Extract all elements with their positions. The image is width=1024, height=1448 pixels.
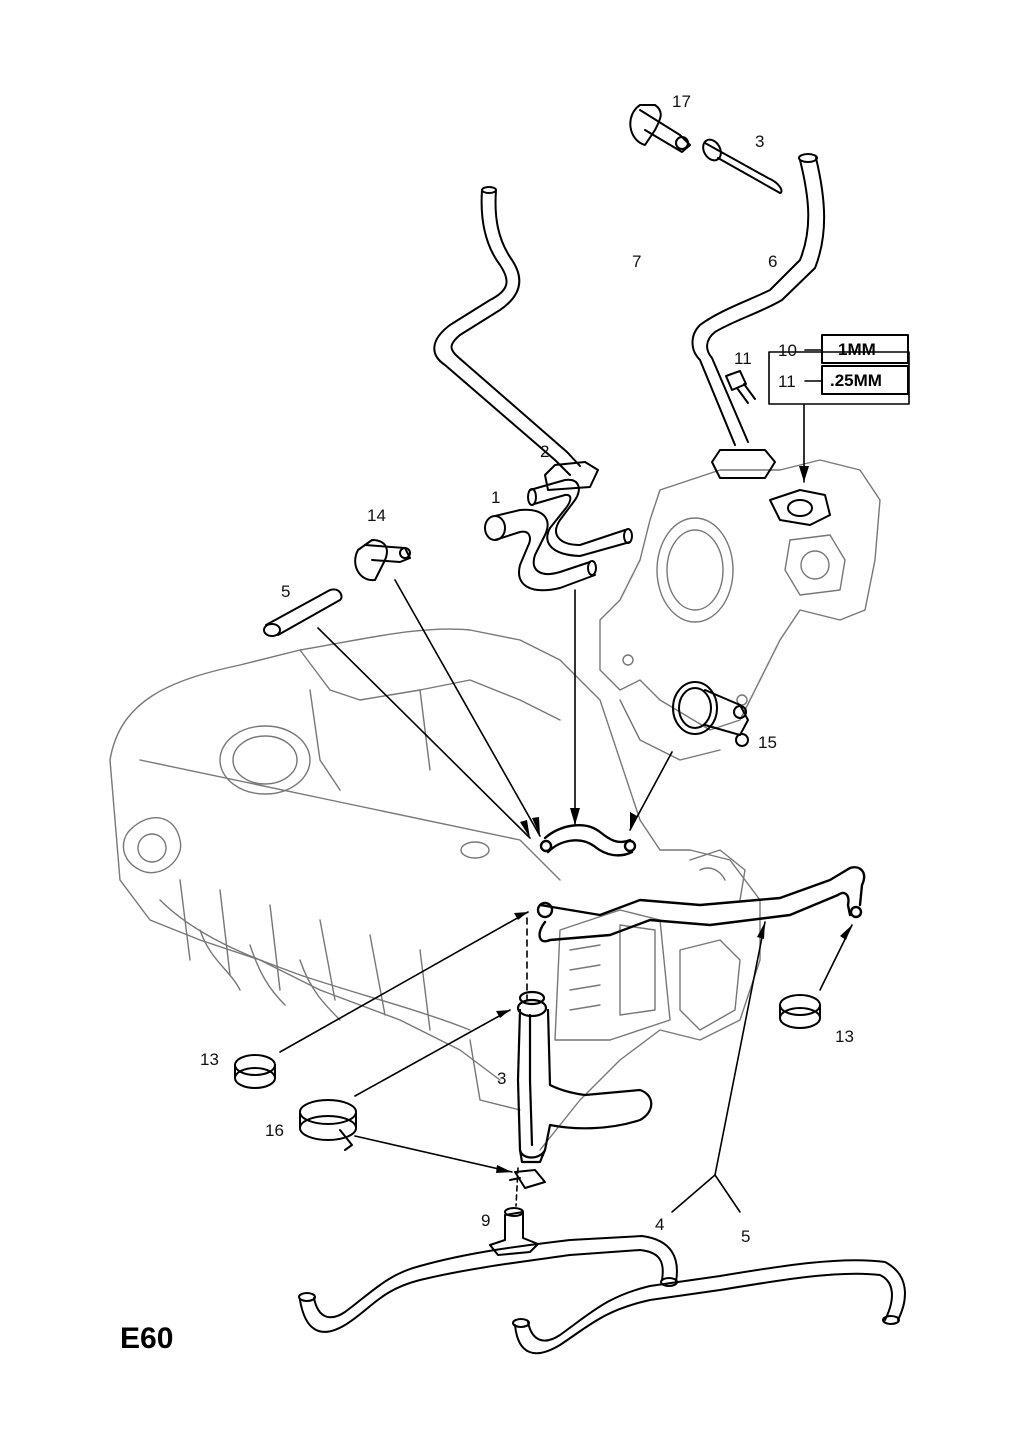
callout-13-left: 13 xyxy=(200,1050,219,1069)
callout-4: 4 xyxy=(655,1215,665,1234)
part-7-coolant-pipe xyxy=(691,153,826,479)
callout-12: 11 xyxy=(734,349,752,368)
spec-value-1mm: 1MM xyxy=(838,340,876,359)
installed-long-hose xyxy=(536,866,866,943)
callout-15: 15 xyxy=(758,733,777,752)
callout-3-lower: 3 xyxy=(497,1069,507,1088)
spec-table-frame xyxy=(768,334,910,405)
callout-2: 2 xyxy=(540,442,550,461)
part-3-short-tube xyxy=(702,138,783,194)
part-13-clamp-left xyxy=(234,1054,276,1089)
callout-6: 5 xyxy=(281,582,291,601)
engine-block xyxy=(109,628,761,1151)
callout-17: 17 xyxy=(672,92,691,111)
part-5-hose xyxy=(512,1259,906,1355)
callout-9: 9 xyxy=(481,1211,491,1230)
spec-value-025mm: .25MM xyxy=(830,371,882,390)
installed-upper-hose xyxy=(539,824,637,857)
callout-16: 16 xyxy=(265,1121,284,1140)
page-code: E60 xyxy=(120,1322,174,1355)
clip-near-part-9 xyxy=(509,1169,546,1189)
leader-lines xyxy=(279,404,853,1213)
part-17-hose-clip xyxy=(629,104,691,153)
callout-8: 7 xyxy=(632,252,642,271)
gasket-10-11 xyxy=(769,489,831,526)
callout-14: 14 xyxy=(367,506,386,525)
callout-1: 1 xyxy=(491,488,501,507)
callout-13-right: 13 xyxy=(835,1027,854,1046)
spec-ref-10: 10 xyxy=(778,341,797,360)
part-13-clamp-right xyxy=(779,994,821,1029)
part-6-tube xyxy=(263,588,343,637)
part-3-lower-hose xyxy=(516,990,653,1164)
part-8-coolant-pipe xyxy=(433,186,599,491)
callout-5: 5 xyxy=(741,1227,751,1246)
part-2-hose xyxy=(527,478,633,557)
part-1-hose xyxy=(484,508,597,592)
part-16-clamp xyxy=(299,1099,357,1151)
part-14-hose-clip xyxy=(354,539,411,582)
part-12-bolt xyxy=(725,370,756,404)
arrowheads xyxy=(496,466,852,1173)
part-9-fitting xyxy=(489,1207,539,1256)
callout-3-top: 3 xyxy=(755,132,765,151)
part-4-hose xyxy=(298,1235,678,1333)
thermostat-housing xyxy=(599,459,881,761)
spec-ref-11: 11 xyxy=(778,372,796,391)
part-15-clamp xyxy=(672,681,749,747)
callout-7: 6 xyxy=(768,252,778,271)
